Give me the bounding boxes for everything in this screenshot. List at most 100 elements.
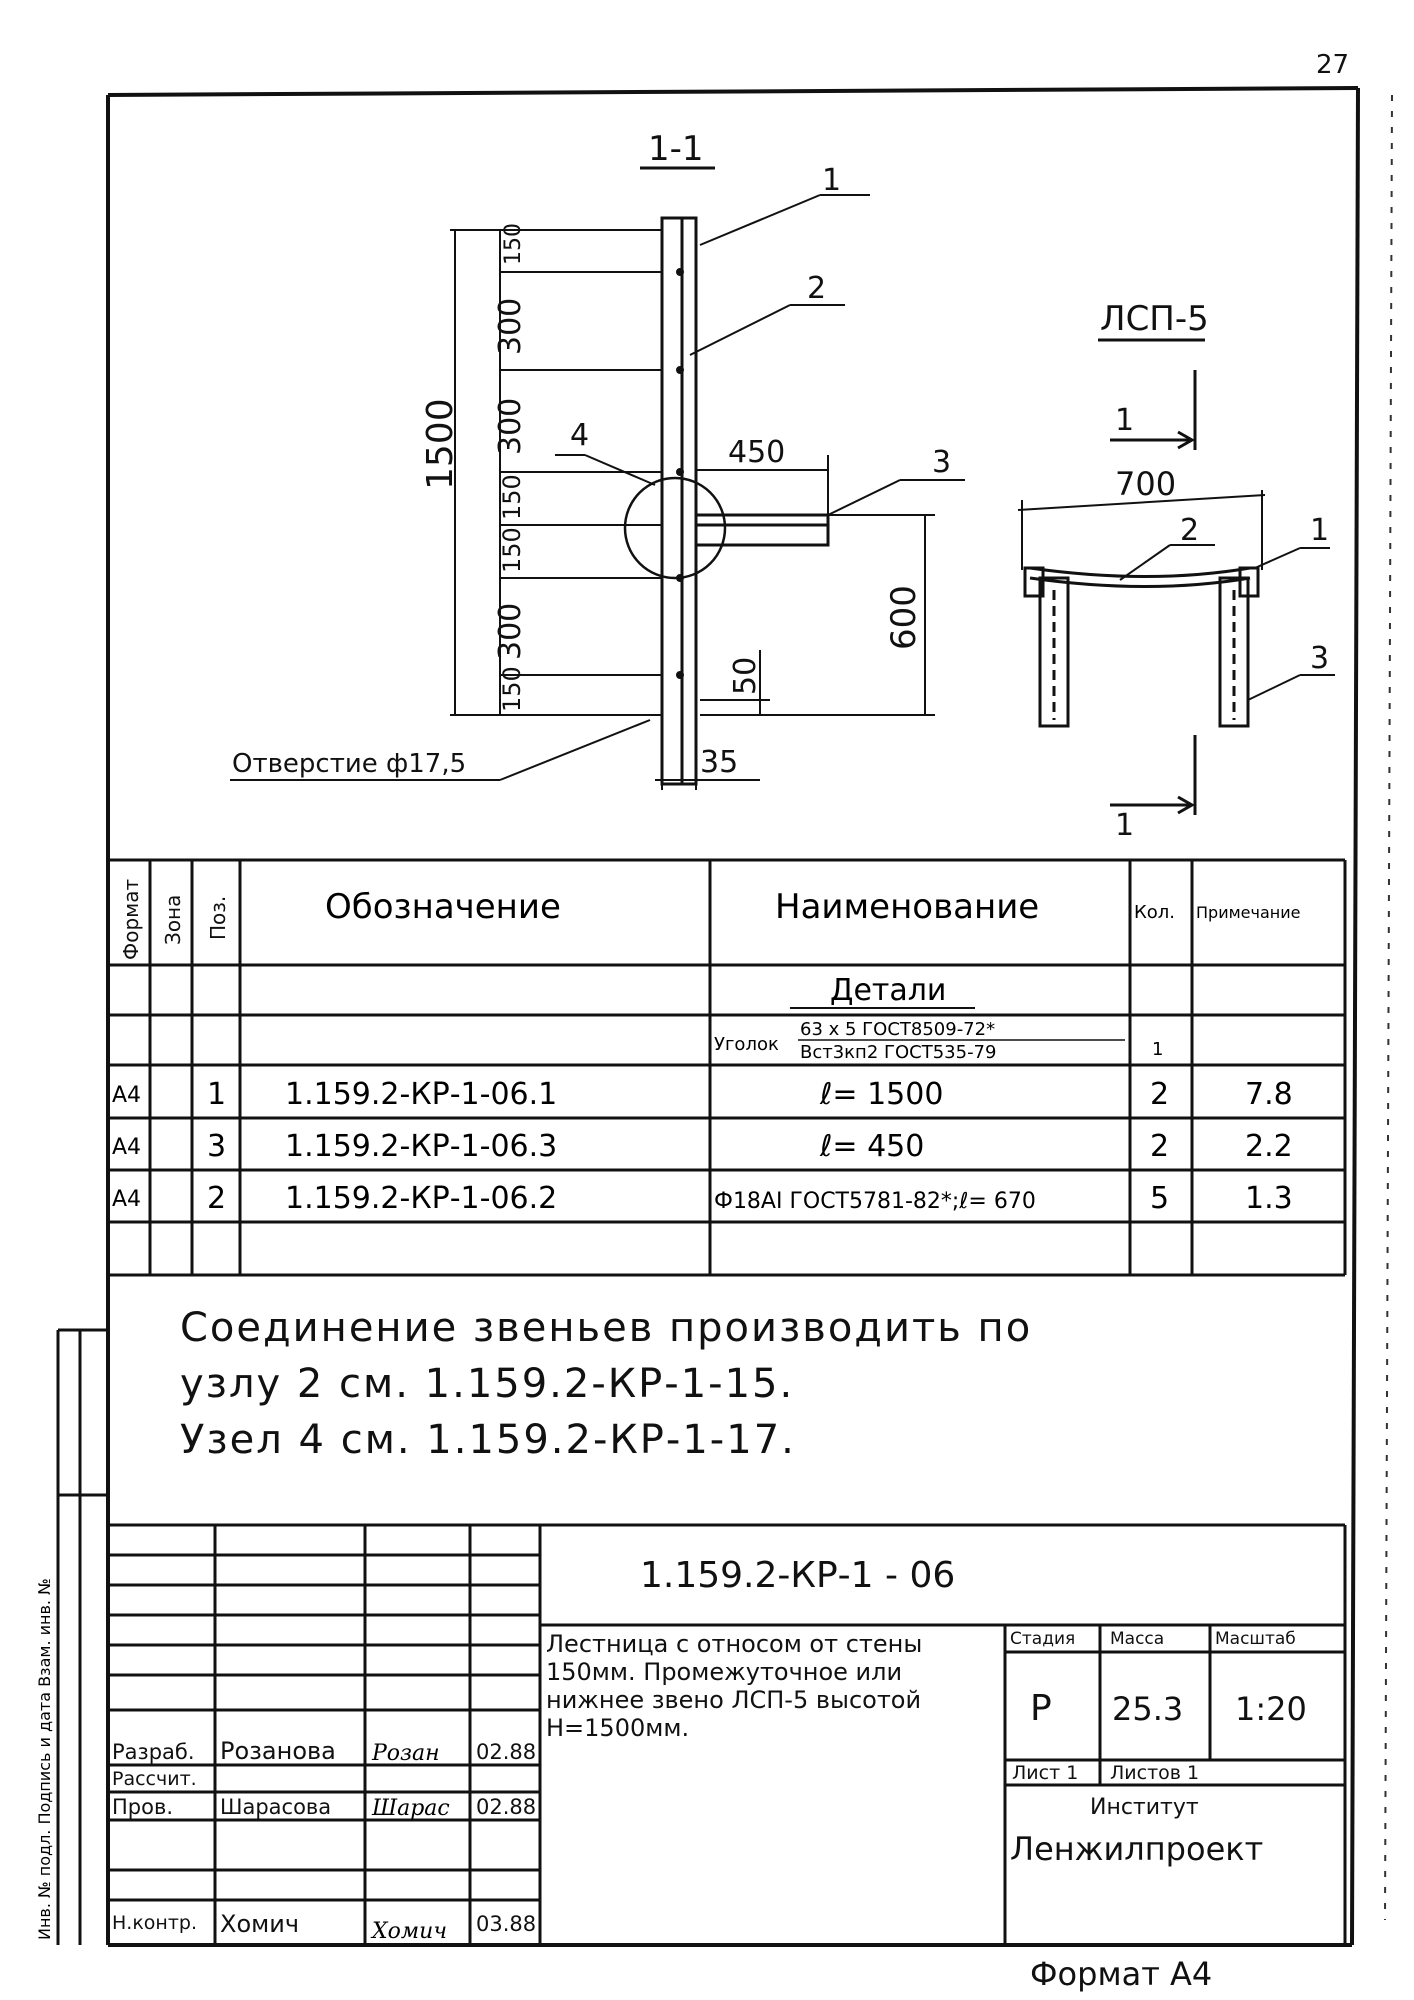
row2-pos: 3 [207, 1129, 226, 1164]
spec-row-2: А4 3 1.159.2-КР-1-06.3 ℓ= 450 2 2.2 [112, 1129, 1293, 1164]
spec-table-grid [108, 858, 1347, 1277]
dim-arm-height: 600 [884, 585, 924, 650]
leader-label-4: 4 [570, 418, 589, 453]
dim-offset-50: 50 [728, 657, 763, 695]
row3-designation: 1.159.2-КР-1-06.2 [285, 1181, 557, 1216]
row1-pos: 1 [207, 1077, 226, 1112]
spec-row-1: А4 1 1.159.2-КР-1-06.1 ℓ= 1500 2 7.8 [112, 1077, 1293, 1112]
leader-label-3: 3 [932, 445, 951, 480]
page-number: 27 [1316, 50, 1350, 80]
material-prefix: Уголок [714, 1034, 779, 1055]
staff-name-nkontr: Хомич [220, 1910, 300, 1938]
spec-row-3: А4 2 1.159.2-КР-1-06.2 Ф18АI ГОСТ5781-82… [112, 1181, 1293, 1216]
ladder-plan-view [1023, 566, 1260, 728]
row3-note: 1.3 [1245, 1181, 1293, 1216]
dimension-chain [450, 229, 662, 716]
header-zone: Зона [161, 895, 185, 945]
scale-value: 1:20 [1235, 1690, 1307, 1728]
header-format: Формат [119, 879, 143, 960]
post-angle [660, 216, 698, 786]
dim-150-bottom: 150 [498, 666, 526, 712]
dim-150-d: 150 [498, 527, 526, 573]
view-title: ЛСП-5 [1100, 299, 1209, 339]
row2-designation: 1.159.2-КР-1-06.3 [285, 1129, 557, 1164]
row1-qty: 2 [1150, 1077, 1169, 1112]
header-note: Примечание [1196, 903, 1300, 922]
stage-label: Стадия [1010, 1629, 1076, 1649]
view-leader-2: 2 [1180, 513, 1199, 548]
row1-note: 7.8 [1245, 1077, 1293, 1112]
section-label: 1-1 [648, 129, 704, 169]
staff-name-prov: Шарасова [220, 1795, 332, 1819]
material-numerator: 63 х 5 ГОСТ8509-72* [800, 1019, 995, 1040]
staff-name-razrab: Розанова [220, 1737, 336, 1765]
staff-date-prov: 02.88 [476, 1795, 537, 1819]
hole-label: Отверстие ф17,5 [232, 749, 466, 779]
signature-razrab: Розан [371, 1741, 440, 1766]
doc-code: 1.159.2-КР-1 - 06 [640, 1555, 956, 1596]
signature-nkontr: Хомич [370, 1919, 447, 1944]
leader-label-2: 2 [807, 271, 826, 306]
arm-angle [694, 513, 830, 547]
node-4-circle [623, 476, 727, 580]
staff-role-rasschit: Рассчит. [112, 1768, 197, 1790]
stage-value: Р [1030, 1688, 1052, 1729]
material-denominator: Вст3кп2 ГОСТ535-79 [800, 1042, 996, 1063]
section-title-details: Детали [830, 973, 946, 1008]
row2-qty: 2 [1150, 1129, 1169, 1164]
title-block-grid [108, 1523, 1347, 1945]
cut-marker-top: 1 [1115, 403, 1134, 438]
staff-role-razrab: Разраб. [112, 1740, 195, 1764]
dim-total-height: 1500 [420, 398, 461, 490]
org-line-2: Ленжилпроект [1010, 1830, 1264, 1868]
dim-300-b: 300 [493, 398, 528, 455]
row3-pos: 2 [207, 1181, 226, 1216]
side-stamp-grid [56, 1328, 108, 1945]
staff-role-prov: Пров. [112, 1795, 174, 1819]
row1-designation: 1.159.2-КР-1-06.1 [285, 1077, 557, 1112]
material-qty: 1 [1152, 1039, 1163, 1060]
row1-name: ℓ= 1500 [819, 1077, 943, 1112]
header-name: Наименование [775, 887, 1039, 927]
dim-offset-35: 35 [700, 745, 738, 780]
row2-format: А4 [112, 1135, 141, 1160]
view-leader-1: 1 [1310, 513, 1329, 548]
format-label: Формат А4 [1030, 1955, 1213, 1993]
dim-width-700: 700 [1115, 465, 1176, 503]
staff-date-razrab: 02.88 [476, 1740, 537, 1764]
sheet-number: Лист 1 [1012, 1762, 1079, 1784]
row2-name: ℓ= 450 [819, 1129, 924, 1164]
header-qty: Кол. [1134, 902, 1175, 923]
assembly-notes: Соединение звеньев производить по узлу 2… [180, 1300, 1330, 1468]
cut-marker-bottom: 1 [1115, 808, 1134, 843]
leader-label-1: 1 [822, 163, 841, 198]
row3-format: А4 [112, 1187, 141, 1212]
dim-300-a: 300 [493, 298, 528, 355]
scale-label: Масштаб [1215, 1629, 1296, 1649]
view-leader-3: 3 [1310, 641, 1329, 676]
note-line-3: Узел 4 см. 1.159.2-КР-1-17. [180, 1417, 796, 1463]
dim-150-top: 150 [501, 223, 526, 265]
doc-title: Лестница с относом от стены 150мм. Проме… [546, 1630, 923, 1742]
mass-value: 25.3 [1112, 1690, 1184, 1728]
staff-date-nkontr: 03.88 [476, 1912, 537, 1936]
sheet-frame [106, 86, 1360, 1947]
dim-300-c: 300 [493, 603, 528, 660]
staff-role-nkontr: Н.контр. [112, 1912, 198, 1934]
note-line-1: Соединение звеньев производить по [180, 1305, 1033, 1351]
dim-arm-length: 450 [728, 435, 785, 470]
sheets-total: Листов 1 [1110, 1762, 1200, 1784]
mass-label: Масса [1110, 1629, 1165, 1649]
signature-prov: Шарас [371, 1796, 450, 1821]
note-line-2: узлу 2 см. 1.159.2-КР-1-15. [180, 1361, 795, 1407]
org-line-1: Институт [1090, 1795, 1199, 1820]
header-designation: Обозначение [325, 887, 561, 927]
row3-qty: 5 [1150, 1181, 1169, 1216]
row2-note: 2.2 [1245, 1129, 1293, 1164]
row1-format: А4 [112, 1083, 141, 1108]
side-stamp: Инв. № подл. Подпись и дата Взам. инв. № [35, 1578, 54, 1940]
header-pos: Поз. [206, 896, 230, 940]
dim-150-c: 150 [498, 474, 526, 520]
row3-name: Ф18АI ГОСТ5781-82*;ℓ= 670 [714, 1189, 1036, 1214]
